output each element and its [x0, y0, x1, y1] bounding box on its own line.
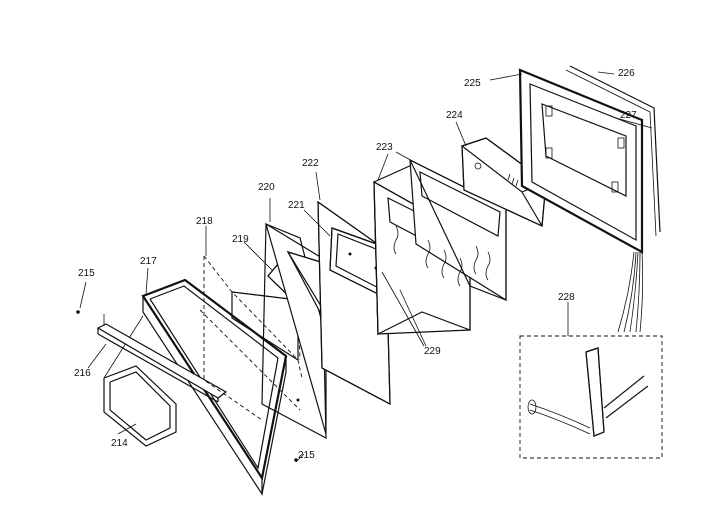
part-228-detail-inset — [519, 335, 663, 459]
label-219: 219 — [232, 234, 249, 245]
label-217: 217 — [140, 256, 157, 267]
leader-lines — [79, 71, 653, 463]
label-216: 216 — [74, 368, 91, 379]
label-222: 222 — [302, 158, 319, 169]
part-226-gasket — [565, 65, 661, 237]
label-215-top: 215 — [78, 268, 95, 279]
part-223-insulation — [373, 158, 507, 335]
label-223: 223 — [376, 142, 393, 153]
part-216-handle-rod — [96, 314, 228, 403]
label-229: 229 — [424, 346, 441, 357]
label-218: 218 — [196, 216, 213, 227]
label-224: 224 — [446, 110, 463, 121]
label-221: 221 — [288, 200, 305, 211]
label-227: 227 — [620, 110, 637, 121]
label-220: 220 — [258, 182, 275, 193]
part-labels: 214 215 215 216 217 218 219 220 221 222 … — [74, 68, 637, 461]
label-228: 228 — [558, 292, 575, 303]
wire-bundle — [617, 251, 644, 333]
label-225: 225 — [464, 78, 481, 89]
label-226: 226 — [618, 68, 635, 79]
label-214: 214 — [111, 438, 128, 449]
part-214-handle — [103, 315, 177, 447]
label-215-bottom: 215 — [298, 450, 315, 461]
